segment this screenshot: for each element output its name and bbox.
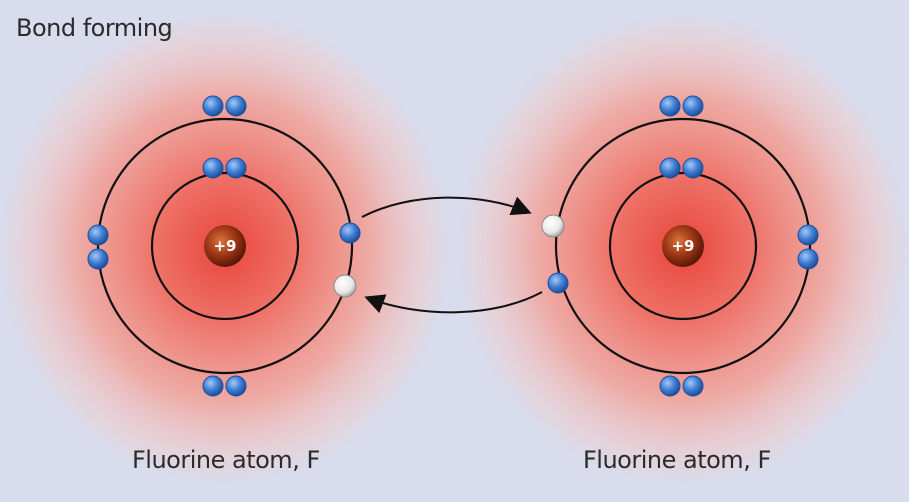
electron <box>682 375 704 397</box>
shared-electron-right <box>541 214 565 238</box>
electron <box>659 375 681 397</box>
nucleus-charge-right: +9 <box>671 237 694 255</box>
electron <box>659 157 681 179</box>
electron <box>797 248 819 270</box>
arrow-to-left <box>364 291 543 314</box>
inner-orbit-left <box>150 171 300 321</box>
electron <box>339 222 361 244</box>
electron <box>87 248 109 270</box>
electron <box>547 272 569 294</box>
outer-orbit-right <box>554 117 812 375</box>
atom-label-left: Fluorine atom, F <box>132 446 320 474</box>
nucleus-right <box>662 225 704 267</box>
inner-orbit-right <box>608 171 758 321</box>
atom-right: +9 <box>458 14 908 484</box>
shared-electron-left <box>333 274 357 298</box>
electron <box>225 375 247 397</box>
electron <box>682 95 704 117</box>
electron <box>87 224 109 246</box>
nucleus-charge-left: +9 <box>213 237 236 255</box>
nucleus-left <box>204 225 246 267</box>
diagram-title: Bond forming <box>16 14 173 42</box>
arrow-to-right <box>361 196 532 218</box>
electron <box>659 95 681 117</box>
electron <box>202 95 224 117</box>
atom-left: +9 <box>0 14 450 484</box>
atom-label-right: Fluorine atom, F <box>583 446 771 474</box>
electron <box>682 157 704 179</box>
electron <box>225 95 247 117</box>
electron <box>797 224 819 246</box>
electron <box>225 157 247 179</box>
outer-orbit-left <box>96 117 354 375</box>
electron <box>202 157 224 179</box>
electron <box>202 375 224 397</box>
